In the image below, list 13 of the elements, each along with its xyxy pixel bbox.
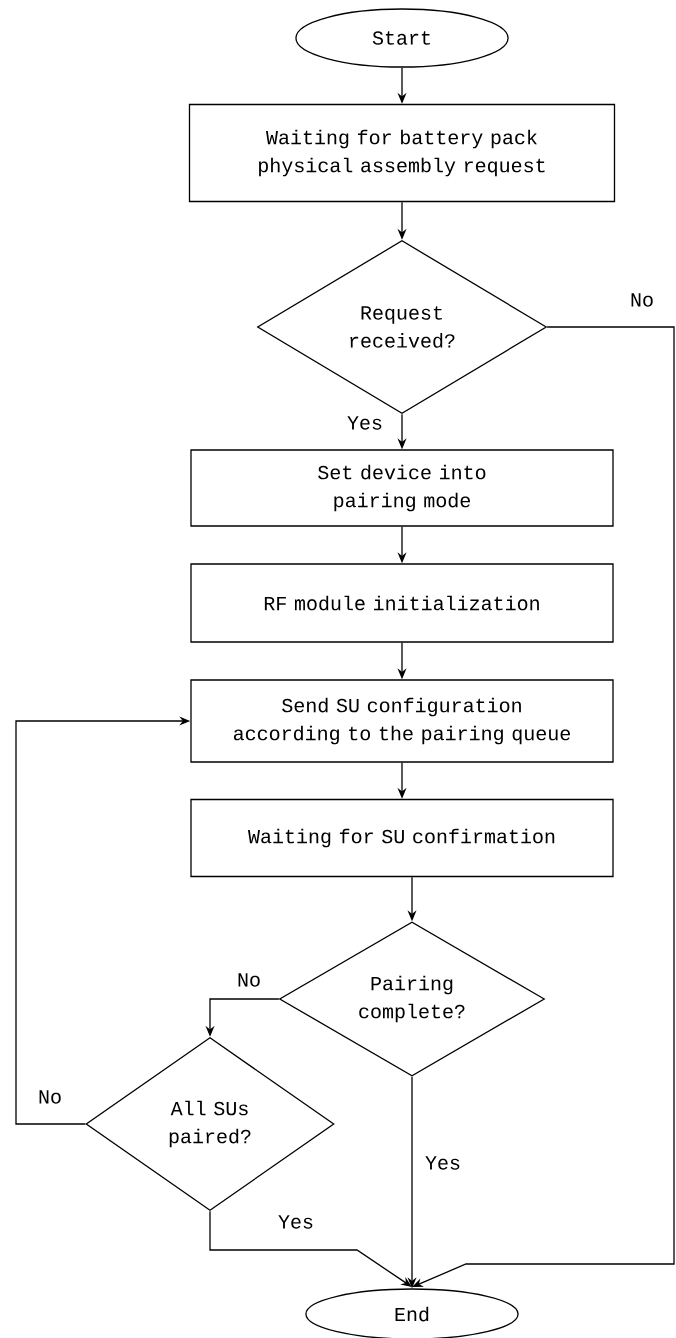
process-box: Waiting for SU confirmation [190, 798, 614, 878]
edge-label: No [37, 1089, 63, 1105]
process-box: Waiting for battery pack physical assembly request [188, 103, 616, 203]
edge-label: No [629, 292, 655, 308]
edge-label: Yes [277, 1214, 315, 1230]
process-box: Set device into pairing mode [190, 449, 614, 527]
arrow [209, 1210, 412, 1287]
edge-label: Yes [346, 415, 384, 431]
edge-label: No [236, 972, 262, 988]
arrow [412, 326, 675, 1287]
process-box: Send SU configuration according to the pairing queue [190, 679, 614, 763]
edge-label: Yes [424, 1155, 462, 1171]
process-box: RF module initialization [190, 563, 614, 643]
